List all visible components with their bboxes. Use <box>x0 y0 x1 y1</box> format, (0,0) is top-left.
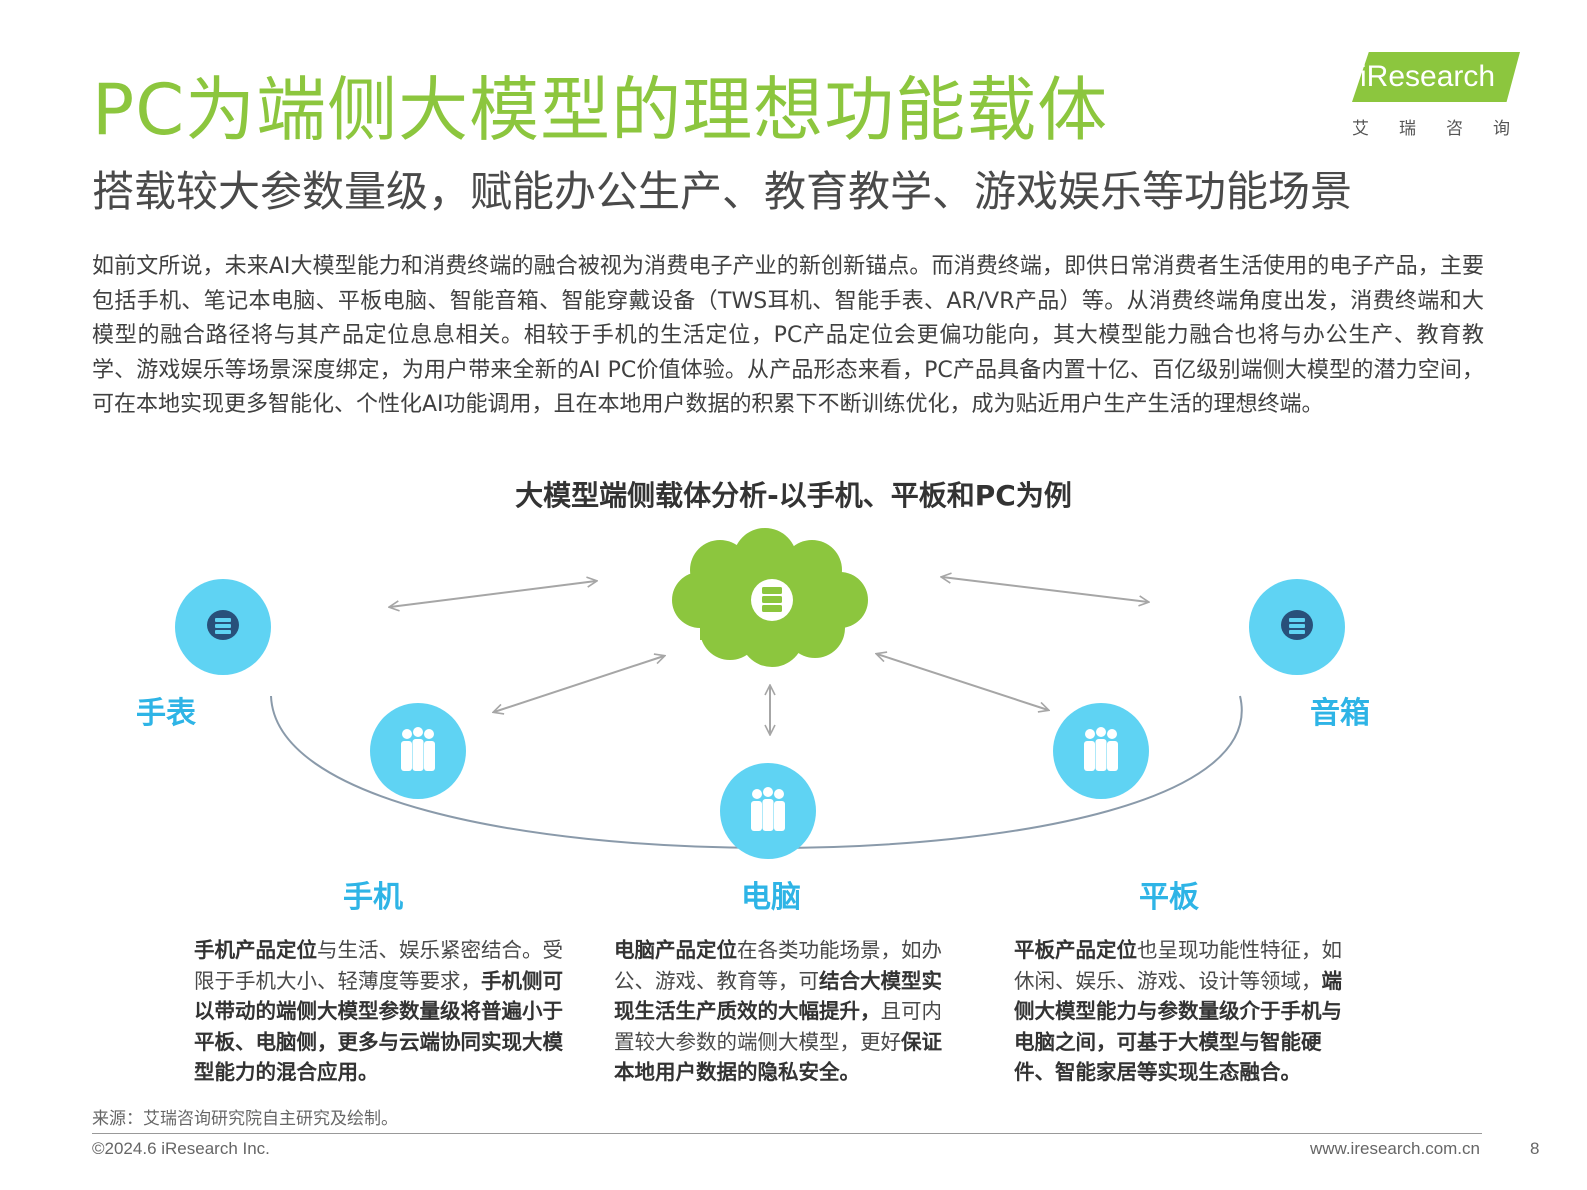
logo-chinese-name: 艾瑞咨询 <box>1352 119 1540 139</box>
pc-desc-text-1: 在各类功能场景，如办公、游戏、教育等，可 <box>614 938 942 993</box>
device-diagram <box>175 528 1345 859</box>
footer-divider <box>92 1133 1482 1134</box>
label-pc: 电脑 <box>741 880 801 915</box>
diagram-title: 大模型端侧载体分析-以手机、平板和PC为例 <box>515 479 1072 512</box>
page-title: PC为端侧大模型的理想功能载体 <box>92 69 1109 151</box>
pc-people-icon <box>751 787 785 831</box>
speaker-server-icon <box>1281 610 1313 640</box>
label-tablet: 平板 <box>1139 880 1199 915</box>
source-note: 来源：艾瑞咨询研究院自主研究及绘制。 <box>92 1109 398 1129</box>
logo-badge <box>1352 52 1520 102</box>
copyright: ©2024.6 iResearch Inc. <box>92 1139 270 1158</box>
watch-server-icon <box>207 610 239 640</box>
label-watch: 手表 <box>136 696 196 731</box>
pc-desc-bold-3: 保证本地用户数据的隐私安全。 <box>614 1029 942 1085</box>
page-number: 8 <box>1530 1139 1540 1158</box>
intro-paragraph: 如前文所说，未来AI大模型能力和消费终端的融合被视为消费电子产业的新创新锚点。而… <box>92 254 1484 417</box>
phone-desc-bold-2: 手机侧可以带动的端侧大模型参数量级将普遍小于平板、电脑侧，更多与云端协同实现大模… <box>194 968 563 1085</box>
arrow-cloud-speaker <box>942 577 1148 602</box>
iresearch-logo: iResearch 艾瑞咨询 <box>1352 52 1532 142</box>
phone-people-icon <box>401 727 435 771</box>
page-subtitle: 搭载较大参数量级，赋能办公生产、教育教学、游戏娱乐等功能场景 <box>92 167 1353 216</box>
pc-description: 电脑产品定位在各类功能场景，如办公、游戏、教育等，可结合大模型实现生活生产质效的… <box>614 935 954 1088</box>
pc-desc-text-2: 且可内置较大参数的端侧大模型，更好 <box>614 999 942 1054</box>
arrow-watch-cloud <box>390 581 596 607</box>
arrow-phone-cloud <box>494 656 664 712</box>
label-phone: 手机 <box>343 880 403 915</box>
pc-desc-bold-1: 电脑产品定位 <box>614 938 737 962</box>
tablet-desc-bold-2: 端侧大模型能力与参数量级介于手机与电脑之间，可基于大模型与智能硬件、智能家居等实… <box>1014 968 1342 1085</box>
website-link[interactable]: www.iresearch.com.cn <box>1309 1139 1480 1158</box>
tablet-desc-text-1: 也呈现功能性特征，如休闲、娱乐、游戏、设计等领域， <box>1014 938 1342 993</box>
tablet-description: 平板产品定位也呈现功能性特征，如休闲、娱乐、游戏、设计等领域，端侧大模型能力与参… <box>1014 935 1362 1088</box>
logo-wordmark: iResearch <box>1360 60 1496 93</box>
cloud-server-icon <box>751 579 793 621</box>
tablet-people-icon <box>1084 727 1118 771</box>
phone-description: 手机产品定位与生活、娱乐紧密结合。受限于手机大小、轻薄度等要求，手机侧可以带动的… <box>194 935 569 1088</box>
phone-desc-bold-1: 手机产品定位 <box>194 938 317 962</box>
arrows <box>390 577 1148 734</box>
arrow-cloud-tablet <box>877 654 1048 710</box>
pc-desc-bold-2: 结合大模型实现生活生产质效的大幅提升， <box>614 968 942 1024</box>
label-speaker: 音箱 <box>1310 696 1370 731</box>
tablet-desc-bold-1: 平板产品定位 <box>1014 938 1137 962</box>
phone-desc-text-1: 与生活、娱乐紧密结合。受限于手机大小、轻薄度等要求， <box>194 938 563 993</box>
cloud <box>672 528 868 667</box>
